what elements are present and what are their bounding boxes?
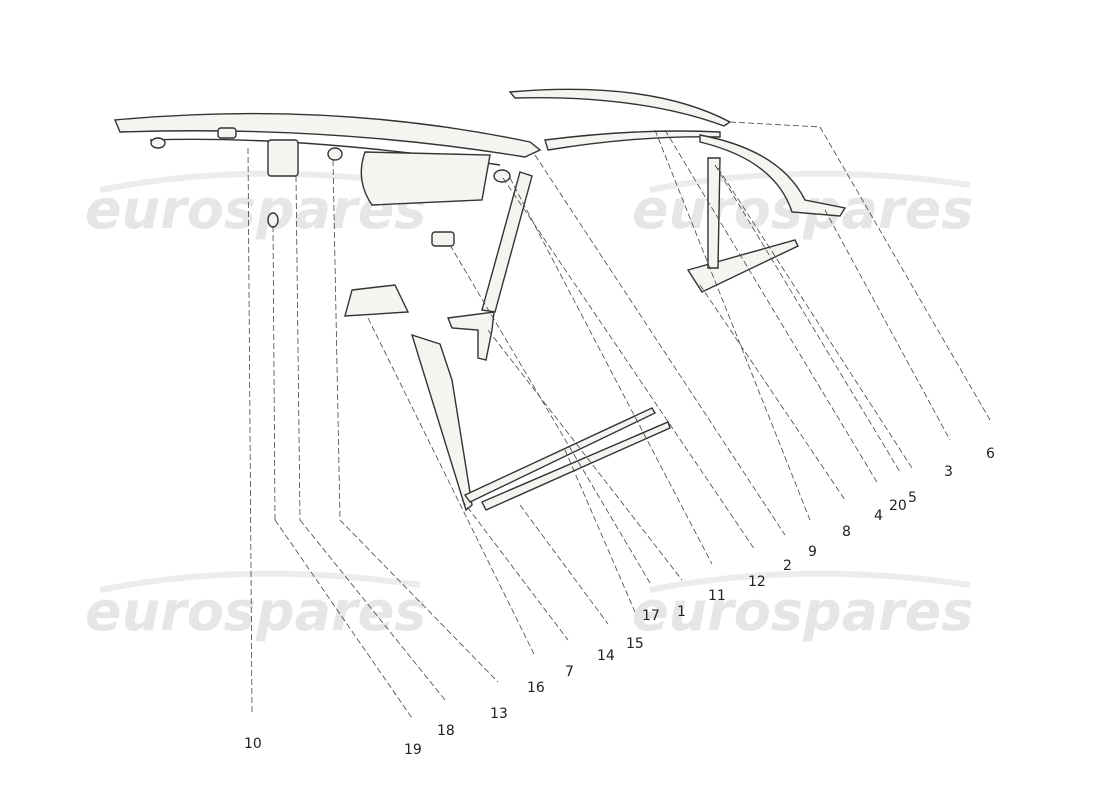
callout-label: 10	[244, 736, 262, 752]
windscreen-pillar-panel	[410, 333, 473, 512]
leader-line	[564, 449, 636, 613]
watermark-text: eurospares	[85, 580, 426, 643]
watermark-swoosh	[649, 170, 971, 193]
door-sill-trim	[463, 407, 656, 503]
roof-rail-trim-front	[544, 130, 721, 151]
leader-line	[299, 519, 446, 701]
watermark-swoosh	[99, 570, 421, 593]
callout-label: 17	[642, 608, 660, 624]
leader-line	[714, 164, 901, 473]
leader-line	[487, 329, 683, 581]
visor-clip	[150, 137, 166, 149]
callout-label: 16	[527, 680, 545, 696]
watermark-layer: eurospares eurospares eurospares eurospa…	[85, 170, 973, 643]
callout-label: 12	[748, 574, 766, 590]
callout-label: 18	[437, 723, 455, 739]
interior-light-bracket	[344, 284, 410, 317]
callout-label: 3	[944, 464, 953, 480]
callout-label: 6	[986, 446, 995, 462]
parts-layer	[113, 88, 847, 512]
leader-line	[519, 504, 609, 625]
leader-line	[819, 126, 991, 421]
leader-lines	[247, 121, 991, 719]
callout-label: 15	[626, 636, 644, 652]
callout-label: 14	[597, 648, 615, 664]
a-pillar-trim	[481, 171, 533, 313]
leader-line	[461, 499, 569, 641]
leader-line	[729, 121, 821, 128]
rear-quarter-post	[707, 157, 721, 269]
sun-visor	[360, 151, 491, 206]
leader-line	[509, 177, 713, 565]
callout-label: 5	[908, 490, 917, 506]
callout-label: 8	[842, 524, 851, 540]
callout-label: 9	[808, 544, 817, 560]
sill-kick-strip	[481, 421, 671, 511]
clip-19	[267, 212, 279, 228]
watermark-text: eurospares	[632, 580, 973, 643]
leader-line	[502, 177, 756, 551]
switch-plate	[431, 231, 455, 247]
leader-line	[699, 284, 846, 501]
callout-label: 11	[708, 588, 726, 604]
leader-line	[274, 519, 413, 719]
hinge-bracket	[267, 139, 299, 177]
rear-quarter-bracket	[686, 239, 799, 293]
leader-line	[654, 129, 811, 521]
callout-label: 13	[490, 706, 508, 722]
rear-pillar-trim	[699, 134, 847, 217]
roof-rail-trim	[113, 112, 542, 158]
leader-line	[534, 154, 786, 536]
leader-line	[717, 167, 913, 469]
callout-label: 19	[404, 742, 422, 758]
callout-layer: 10 19 18 13 16 7 14 15 17 1 11 12 2 9 8 …	[244, 446, 995, 758]
callout-label: 4	[874, 508, 883, 524]
rear-roof-rail-trim	[508, 88, 732, 127]
leader-line	[449, 244, 651, 584]
leader-line	[664, 129, 879, 485]
leader-line	[332, 159, 341, 521]
leader-line	[295, 175, 301, 521]
a-pillar-base	[447, 311, 495, 361]
callout-label: 1	[677, 604, 686, 620]
leader-line	[272, 225, 276, 521]
leader-line	[247, 147, 253, 713]
callout-label: 20	[889, 498, 907, 514]
retainer-clip	[327, 147, 343, 161]
watermark-swoosh	[649, 570, 971, 593]
callout-label: 7	[565, 664, 574, 680]
leader-line	[824, 209, 951, 441]
callout-label: 2	[783, 558, 792, 574]
leader-line	[339, 519, 499, 683]
visor-retainer	[493, 169, 511, 183]
trim-clip	[217, 127, 237, 139]
